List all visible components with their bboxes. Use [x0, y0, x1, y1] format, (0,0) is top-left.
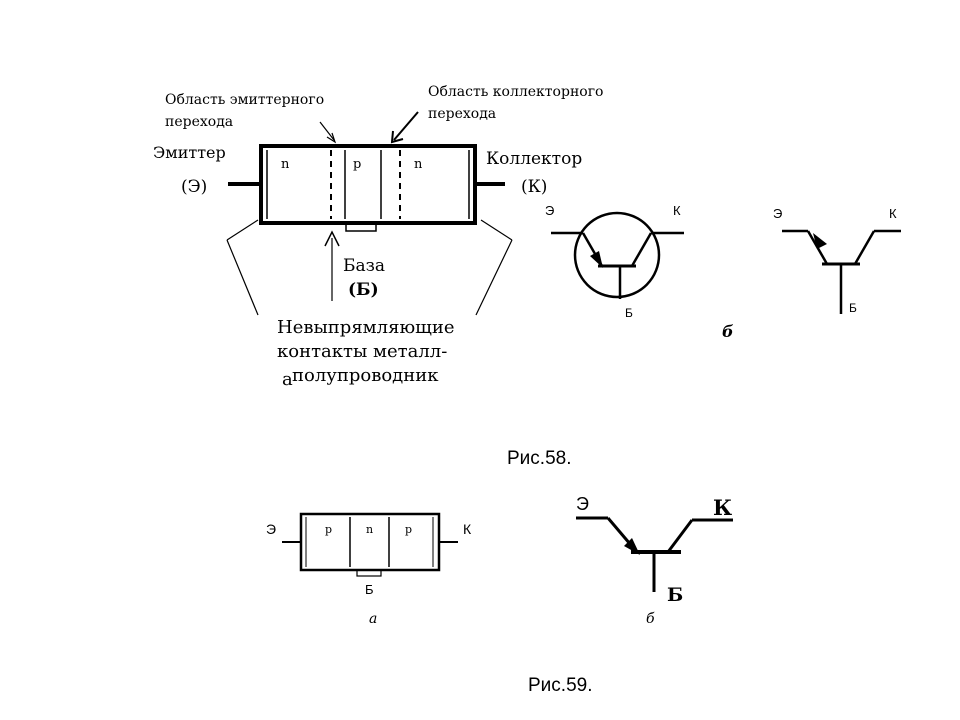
emitter-arrowhead: [813, 233, 827, 249]
emitter-region-pointer-head: [326, 132, 337, 144]
contact-line-left: [226, 239, 259, 316]
collector-diagonal: [853, 230, 876, 265]
emitter-arrowhead: [590, 251, 603, 268]
npn-bar: [259, 144, 477, 225]
collector-region-label-2: перехода: [428, 106, 496, 122]
contacts-line-1: Невыпрямляющие: [277, 317, 455, 338]
base-arrow-head: [324, 230, 340, 247]
contacts-line-3: полупроводник: [292, 365, 439, 386]
region-left-n: n: [281, 157, 290, 172]
region-middle-p: p: [353, 157, 361, 172]
emitter-region-pointer: [319, 121, 335, 141]
fig59-sublabel-b: б: [646, 611, 655, 627]
base-label: База: [343, 256, 385, 276]
fig58-symbol-circled: [551, 211, 684, 299]
fig58-sublabel-b: б: [722, 322, 734, 341]
collector-region-label-1: Область коллекторного: [428, 84, 603, 100]
fig59-symbol: [576, 516, 733, 592]
collector-diagonal: [630, 232, 653, 267]
caption-fig59: Рис.59.: [528, 675, 592, 696]
contact-arrow-right: [480, 219, 513, 241]
symbol58b-emitter: Э: [773, 206, 782, 221]
fig58-sublabel-a: а: [282, 369, 293, 390]
collector-region-pointer-head: [390, 130, 404, 144]
contact-arrow-left: [226, 219, 259, 241]
base-symbol: (Б): [348, 280, 379, 300]
fig59-emitter-label: Э: [266, 521, 276, 537]
fig59-structure: p n p: [282, 512, 458, 577]
region-right-p: p: [405, 523, 412, 536]
region-right-n: n: [414, 157, 423, 172]
emitter-region-label-1: Область эмиттерного: [165, 92, 324, 108]
fig59-base-label: Б: [365, 582, 374, 597]
symbol58-collector: К: [673, 203, 681, 218]
collector-diagonal: [666, 519, 694, 553]
symbol58-emitter: Э: [545, 203, 554, 218]
fig59-symbol-emitter: Э: [576, 494, 589, 514]
caption-fig58: Рис.58.: [507, 448, 571, 469]
base-contact: [356, 569, 382, 577]
symbol58b-collector: К: [889, 206, 897, 221]
collector-region-pointer: [393, 111, 419, 141]
region-left-p: p: [325, 523, 332, 536]
fig59-sublabel-a: а: [369, 611, 377, 627]
region-middle-n: n: [366, 523, 373, 536]
fig59-collector-label: К: [463, 521, 472, 537]
fig59-symbol-collector: К: [713, 495, 732, 520]
transistor-circle: [573, 211, 661, 299]
emitter-symbol: (Э): [181, 177, 207, 197]
fig58-symbol-plain: [782, 229, 901, 314]
emitter-label: Эмиттер: [153, 143, 226, 162]
base-contact: [345, 222, 377, 232]
collector-label: Коллектор: [486, 149, 582, 169]
contact-line-right: [475, 239, 513, 316]
collector-symbol: (К): [521, 177, 547, 197]
contacts-line-2: контакты металл-: [277, 341, 447, 362]
fig59-symbol-base: Б: [667, 584, 683, 606]
fig58-structure: n p n: [226, 111, 513, 316]
emitter-region-label-2: перехода: [165, 114, 233, 130]
symbol58b-base: Б: [849, 301, 857, 315]
symbol58-base: Б: [625, 306, 633, 320]
